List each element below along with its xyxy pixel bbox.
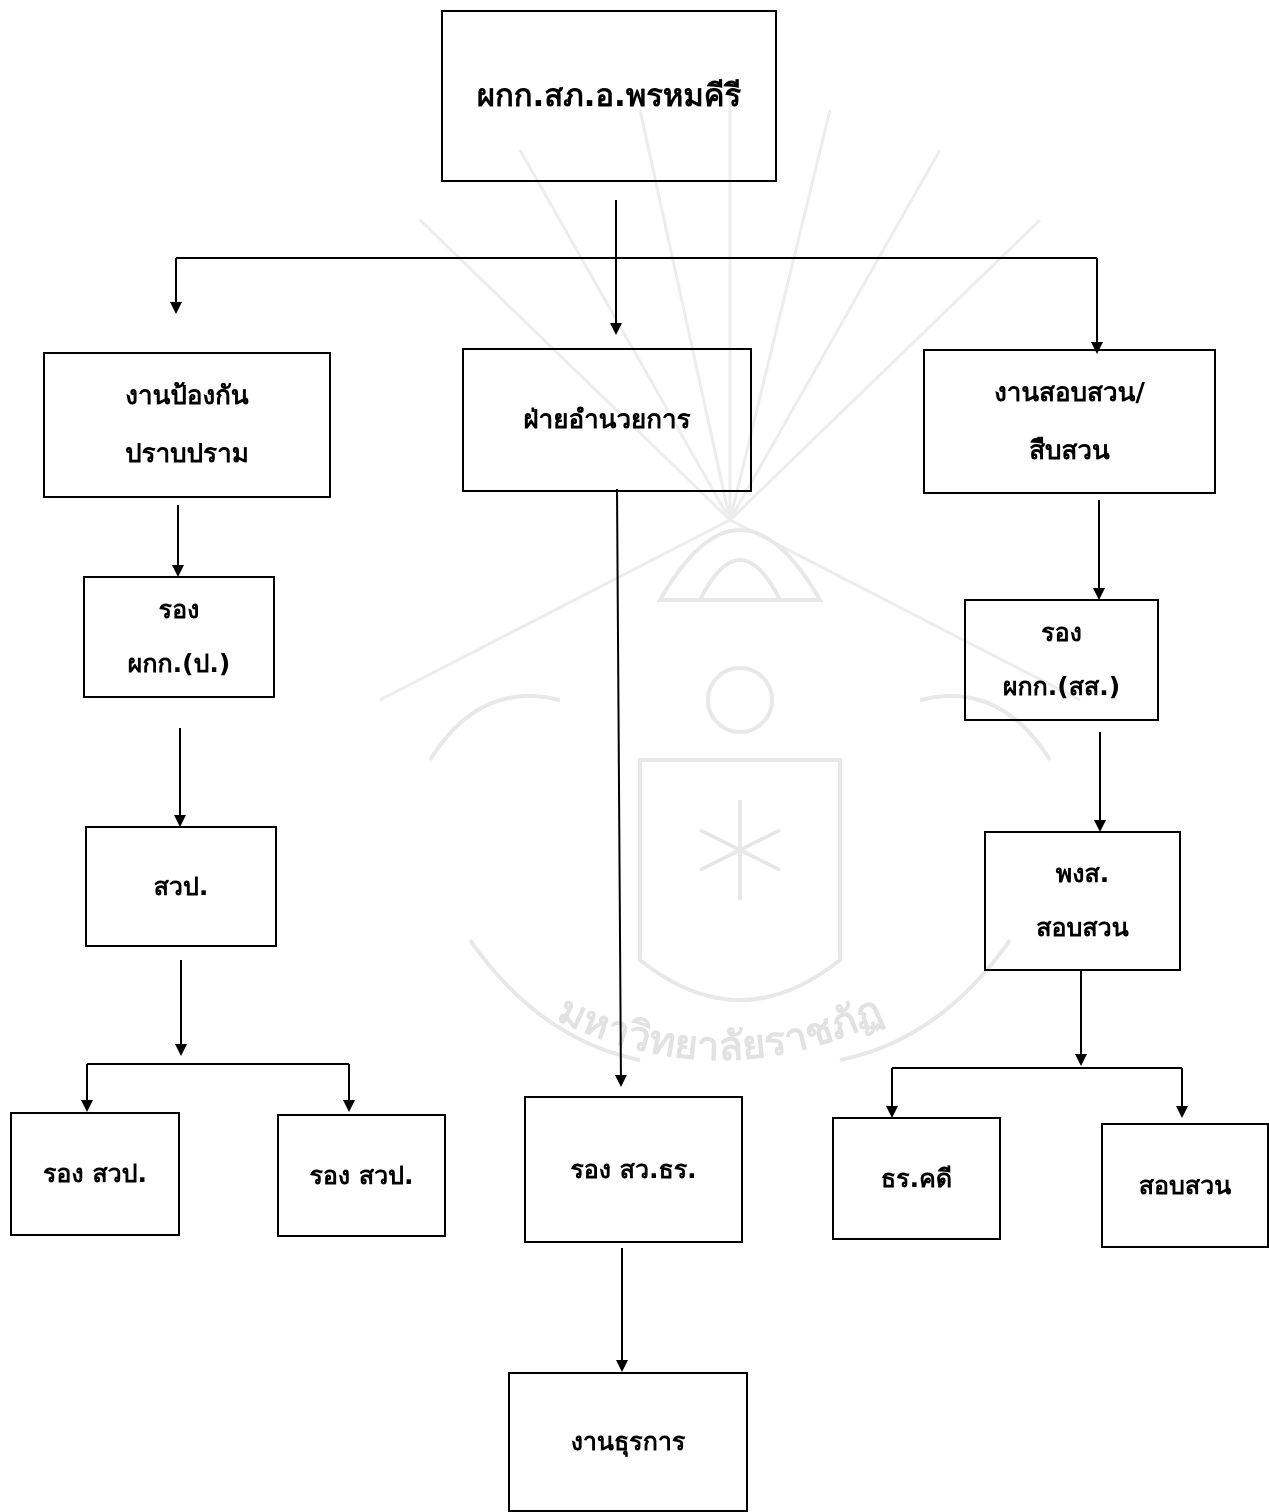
connector-admin-to-deputy (614, 488, 627, 1087)
box-inspector-label: สวป. (153, 871, 209, 901)
box-prevention-line-1: งานป้องกัน (125, 381, 249, 411)
box-investigation-deputy-line-2: ผกก.(สส.) (1002, 672, 1121, 701)
box-case-clerk-label: ธร.คดี (880, 1163, 953, 1193)
seal-text: มหาวิทยาลัยราชภัฏ (551, 987, 889, 1070)
box-prevention-sub-right: รอง สวป. (277, 1114, 446, 1237)
box-prevention-sub-left: รอง สวป. (10, 1112, 180, 1236)
box-investigation-deputy: รอง ผกก.(สส.) (964, 599, 1159, 721)
box-prevention-deputy: รอง ผกก.(ป.) (83, 576, 275, 698)
box-interrogation-label: สอบสวน (1138, 1170, 1232, 1200)
box-root: ผกก.สภ.อ.พรหมคีรี (441, 10, 777, 182)
box-inspector: สวป. (85, 826, 277, 947)
box-prevention-line-2: ปราบปราม (125, 439, 249, 469)
box-clerical: งานธุรการ (508, 1372, 748, 1512)
seal-emblem (428, 528, 1052, 1062)
box-clerical-label: งานธุรการ (570, 1427, 686, 1456)
box-investigation: งานสอบสวน/ สืบสวน (923, 349, 1216, 494)
box-administration-label: ฝ่ายอำนวยการ (523, 405, 691, 435)
box-prevention: งานป้องกัน ปราบปราม (43, 352, 331, 498)
box-administration-deputy: รอง สว.ธร. (524, 1096, 743, 1243)
box-investigation-officer: พงส. สอบสวน (984, 831, 1181, 971)
box-investigation-deputy-line-1: รอง (1041, 618, 1082, 647)
box-prevention-deputy-line-1: รอง (158, 595, 200, 624)
box-interrogation: สอบสวน (1101, 1123, 1269, 1248)
box-investigation-line-1: งานสอบสวน/ (994, 377, 1145, 408)
box-investigation-officer-line-1: พงส. (1055, 859, 1110, 888)
box-root-label: ผกก.สภ.อ.พรหมคีรี (476, 78, 742, 114)
box-investigation-officer-line-2: สอบสวน (1036, 913, 1129, 942)
box-prevention-sub-left-label: รอง สวป. (42, 1159, 148, 1188)
box-investigation-line-2: สืบสวน (1029, 435, 1110, 466)
box-case-clerk: ธร.คดี (832, 1117, 1001, 1240)
box-prevention-sub-right-label: รอง สวป. (309, 1160, 414, 1190)
box-administration: ฝ่ายอำนวยการ (462, 348, 752, 492)
box-prevention-deputy-line-2: ผกก.(ป.) (127, 649, 231, 678)
box-administration-deputy-label: รอง สว.ธร. (570, 1154, 697, 1184)
